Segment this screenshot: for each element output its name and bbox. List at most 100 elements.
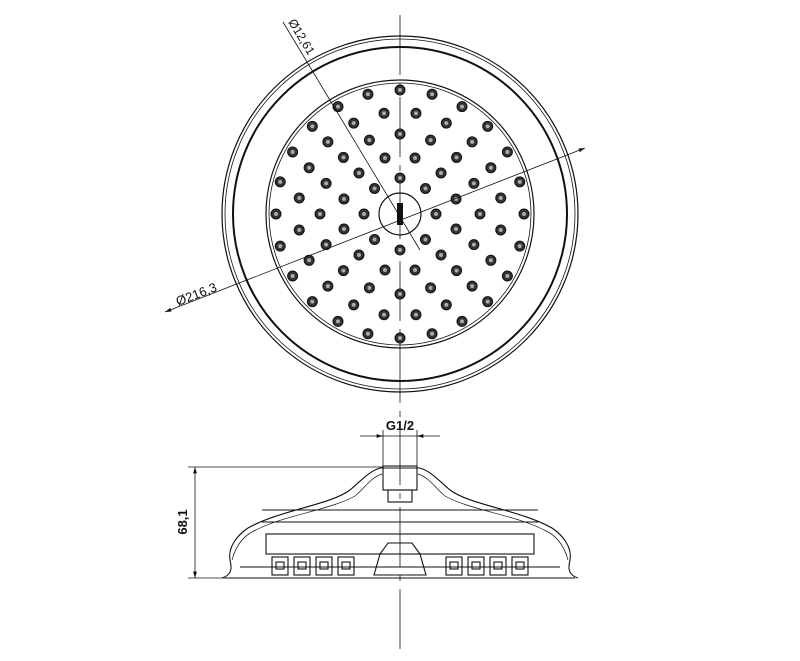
nozzle-center xyxy=(372,186,377,191)
nozzle-center xyxy=(307,165,312,170)
nozzle-center xyxy=(278,179,283,184)
side-nozzle-tip xyxy=(275,561,285,570)
nozzle-center xyxy=(324,181,329,186)
side-nozzle xyxy=(337,556,355,576)
side-nozzle xyxy=(489,556,507,576)
nozzle-center xyxy=(471,181,476,186)
nozzle-center xyxy=(318,212,322,216)
nozzle-center xyxy=(413,312,418,317)
nozzle-center xyxy=(423,186,428,191)
nozzle-center xyxy=(439,170,444,175)
nozzle-center xyxy=(439,253,444,258)
side-nozzle-tip xyxy=(449,561,459,570)
side-nozzle xyxy=(467,556,485,576)
side-nozzle-tip xyxy=(297,561,307,570)
side-nozzle xyxy=(511,556,529,576)
nozzle-center xyxy=(423,237,428,242)
nozzle-center xyxy=(365,92,370,97)
nozzle-center xyxy=(444,302,449,307)
inner-chamber xyxy=(265,533,535,555)
nozzle-center xyxy=(498,227,503,232)
nozzle-center xyxy=(336,104,340,109)
nozzle-center xyxy=(310,124,315,129)
nozzle-center xyxy=(478,212,482,216)
shell-profile xyxy=(221,467,579,579)
side-nozzle xyxy=(445,556,463,576)
side-nozzle-tip xyxy=(471,561,481,570)
nozzle-center xyxy=(498,196,503,201)
height-label: 68,1 xyxy=(175,509,190,534)
side-view xyxy=(221,465,579,579)
nozzle-center xyxy=(290,150,295,154)
nozzle-center xyxy=(413,268,418,273)
nozzle-center xyxy=(413,155,418,160)
side-nozzle xyxy=(315,556,333,576)
nozzle-center xyxy=(471,242,476,247)
nozzle-center xyxy=(428,285,433,290)
head-diameter-label: Ø216,3 xyxy=(174,280,219,309)
nozzle-center xyxy=(278,244,283,249)
nozzle-center xyxy=(430,92,435,97)
nozzle-center xyxy=(430,331,435,336)
nozzle-center xyxy=(517,244,522,249)
nozzle-center xyxy=(274,212,278,216)
nozzle-center xyxy=(454,227,459,232)
nozzle-center xyxy=(398,292,402,296)
side-nozzle-row xyxy=(271,556,529,576)
thread-label: G1/2 xyxy=(386,418,414,433)
nozzle-center xyxy=(434,212,438,216)
nozzle-center xyxy=(398,132,402,136)
nozzle-center xyxy=(470,284,475,289)
nozzle-center xyxy=(290,274,295,278)
nozzle-center xyxy=(488,165,493,170)
nozzle-center xyxy=(336,319,340,324)
nozzle-center xyxy=(522,212,526,216)
nozzle-center xyxy=(351,121,356,126)
nozzle-center xyxy=(454,268,459,273)
side-nozzle-tip xyxy=(319,561,329,570)
nozzle-center xyxy=(325,139,330,144)
nozzle-center xyxy=(351,302,356,307)
nozzle-center xyxy=(485,124,490,129)
center-boss xyxy=(373,542,427,576)
nozzle-center xyxy=(505,150,510,154)
nozzle-center xyxy=(454,155,459,160)
side-nozzle xyxy=(271,556,289,576)
nozzle-center xyxy=(398,176,402,180)
nozzle-center xyxy=(307,258,312,263)
nozzle-center xyxy=(470,139,475,144)
head-diameter-dimension-line xyxy=(164,147,586,313)
nozzle-center xyxy=(382,111,387,116)
nozzle-center xyxy=(324,242,329,247)
side-nozzle xyxy=(293,556,311,576)
nozzle-center xyxy=(341,227,346,232)
nozzle-center xyxy=(382,268,387,273)
nozzle-center xyxy=(341,196,346,201)
nozzle-center xyxy=(398,88,402,92)
nozzle-center xyxy=(367,138,372,143)
nozzle-center xyxy=(460,104,464,109)
nozzle-center xyxy=(398,336,402,340)
nozzle-center xyxy=(517,179,522,184)
nozzle-center xyxy=(382,155,387,160)
nozzle-center xyxy=(444,121,449,126)
nozzle-diameter-label: Ø12,61 xyxy=(285,16,317,57)
nozzle-center xyxy=(341,155,346,160)
top-view xyxy=(221,35,579,393)
nozzle-center xyxy=(341,268,346,273)
nozzle-center xyxy=(310,299,315,304)
side-nozzle-tip xyxy=(515,561,525,570)
nozzle-center xyxy=(372,237,377,242)
nozzle-center xyxy=(505,274,510,278)
nozzle-center xyxy=(382,312,387,317)
nozzle-center xyxy=(356,170,361,175)
nozzle-center xyxy=(398,248,402,252)
nozzle-center xyxy=(362,212,366,216)
nozzle-center xyxy=(460,319,464,324)
side-nozzle-tip xyxy=(341,561,351,570)
nozzle-center xyxy=(428,138,433,143)
nozzle-center xyxy=(488,258,493,263)
nozzle-center xyxy=(413,111,418,116)
nozzle-center xyxy=(325,284,330,289)
